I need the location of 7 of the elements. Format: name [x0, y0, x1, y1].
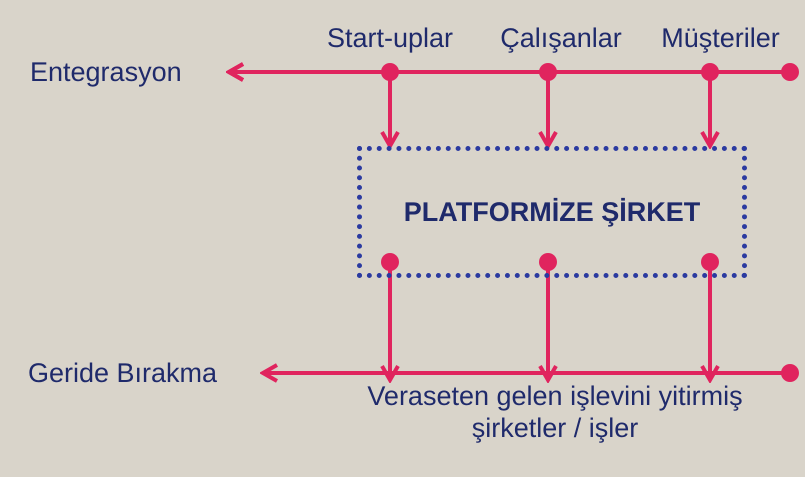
category-label: Çalışanlar	[482, 22, 640, 54]
description-text: Veraseten gelen işlevini yitirmiş şirketler / işler	[330, 380, 780, 452]
category-label: Start-uplar	[305, 22, 475, 54]
platform-box: PLATFORMİZE ŞİRKET	[357, 146, 747, 278]
category-label: Müşteriler	[648, 22, 793, 54]
outcome-label: Geride Bırakma	[28, 357, 260, 389]
outcome-label: Entegrasyon	[30, 56, 226, 88]
